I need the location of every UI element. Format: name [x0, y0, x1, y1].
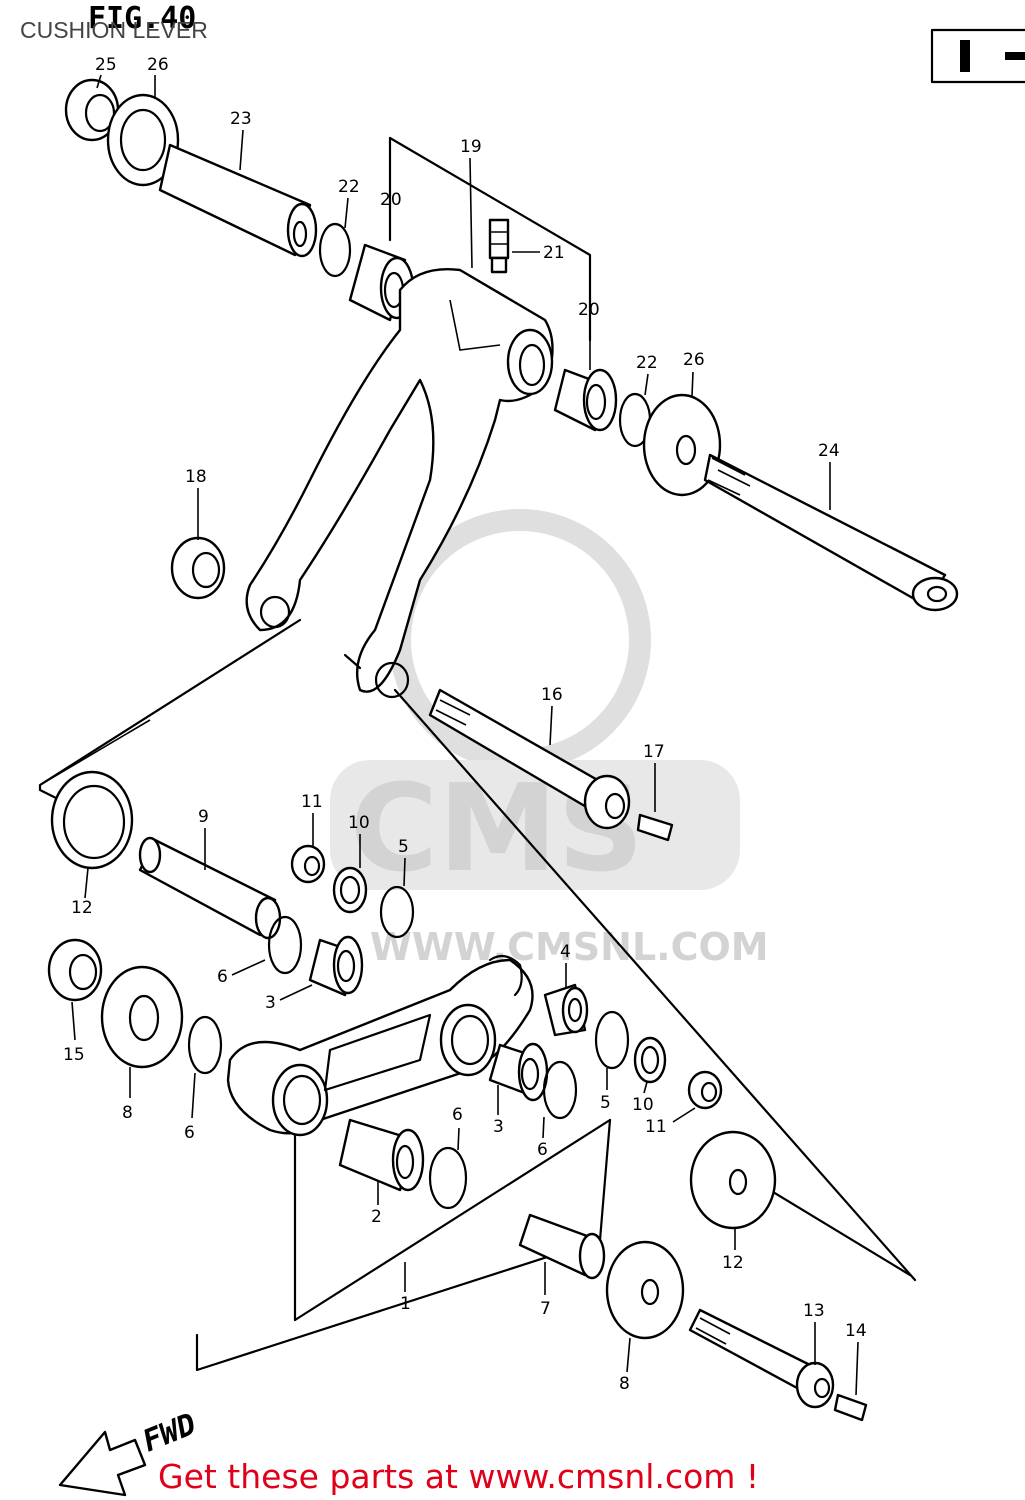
bushing-4: [543, 983, 589, 1037]
nut-11-left: [290, 844, 326, 884]
bearing-20-right: [553, 368, 618, 432]
cushion-lever-19: [245, 268, 554, 699]
part-label: 22: [636, 353, 658, 373]
part-label: 19: [460, 137, 482, 157]
o-ring-6-c: [542, 1060, 578, 1120]
part-label: 20: [380, 190, 402, 210]
part-label: 5: [600, 1093, 611, 1113]
washer-8-right: [605, 1240, 685, 1340]
nut-11-right: [687, 1070, 723, 1110]
bearing-3-right: [488, 1042, 549, 1102]
o-ring-6-d: [428, 1146, 468, 1210]
part-label: 7: [540, 1299, 551, 1319]
nut-15: [47, 938, 103, 1002]
corner-mark-box: [930, 28, 1025, 84]
part-label: 8: [122, 1103, 133, 1123]
part-label: 11: [301, 792, 323, 812]
sleeve-23: [158, 143, 318, 258]
bolt-24: [703, 453, 959, 612]
part-label: 11: [645, 1117, 667, 1137]
bearing-3-left: [308, 935, 364, 997]
part-label: 1: [400, 1294, 411, 1314]
o-ring-22-left: [318, 222, 352, 278]
part-label: 3: [493, 1117, 504, 1137]
o-ring-6-b: [187, 1015, 223, 1075]
part-label: 26: [683, 350, 705, 370]
grease-nipple-17: [636, 813, 674, 842]
part-label: 17: [643, 742, 665, 762]
part-label: 6: [184, 1123, 195, 1143]
part-label: 9: [198, 807, 209, 827]
washer-26-top: [106, 93, 180, 187]
o-ring-5-right: [594, 1010, 630, 1070]
part-label: 16: [541, 685, 563, 705]
part-label: 22: [338, 177, 360, 197]
part-label: 6: [217, 967, 228, 987]
part-label: 12: [722, 1253, 744, 1273]
part-labels: 25 26 23 22 20 19 21 20 22 26 24 18 16 1…: [63, 55, 867, 1394]
part-label: 23: [230, 109, 252, 129]
part-label: 8: [619, 1374, 630, 1394]
part-label: 15: [63, 1045, 85, 1065]
fwd-label: FWD: [138, 1407, 201, 1460]
part-label: 10: [632, 1095, 654, 1115]
part-label: 6: [452, 1105, 463, 1125]
grease-nipple-21: [488, 218, 510, 274]
part-label: 25: [95, 55, 117, 75]
part-label: 12: [71, 898, 93, 918]
washer-12-right: [689, 1130, 777, 1230]
washer-10-left: [332, 866, 368, 914]
washer-10-right: [633, 1036, 667, 1084]
part-label: 2: [371, 1207, 382, 1227]
part-label: 21: [543, 243, 565, 263]
washer-26-right: [642, 393, 722, 497]
grease-nipple-14: [833, 1393, 868, 1422]
part-label: 20: [578, 300, 600, 320]
fig-label: FIG.40: [88, 1, 196, 36]
watermark-url: WWW.CMSNL.COM: [370, 925, 769, 969]
diagram-caption: CUSHION LEVER: [20, 17, 208, 43]
link-1: [226, 954, 534, 1137]
nut-18: [170, 536, 226, 600]
bolt-16: [428, 688, 631, 830]
sleeve-2: [338, 1118, 425, 1192]
part-label: 3: [265, 993, 276, 1013]
part-label: 14: [845, 1321, 867, 1341]
washer-8-left: [100, 965, 184, 1069]
part-label: 4: [560, 942, 571, 962]
shaft-9: [138, 836, 282, 940]
fwd-arrow: [58, 1430, 147, 1497]
sleeve-7: [518, 1213, 606, 1280]
bolt-13: [688, 1308, 835, 1409]
part-label: 26: [147, 55, 169, 75]
o-ring-5-left: [379, 885, 415, 939]
part-label: 13: [803, 1301, 825, 1321]
footer-promo-text[interactable]: Get these parts at www.cmsnl.com !: [158, 1457, 759, 1496]
washer-12-left: [50, 770, 134, 870]
part-label: 18: [185, 467, 207, 487]
leader-lines: [71, 74, 859, 1396]
part-label: 10: [348, 813, 370, 833]
part-label: 24: [818, 441, 840, 461]
part-label: 5: [398, 837, 409, 857]
o-ring-6-a: [267, 915, 303, 975]
part-label: 6: [537, 1140, 548, 1160]
